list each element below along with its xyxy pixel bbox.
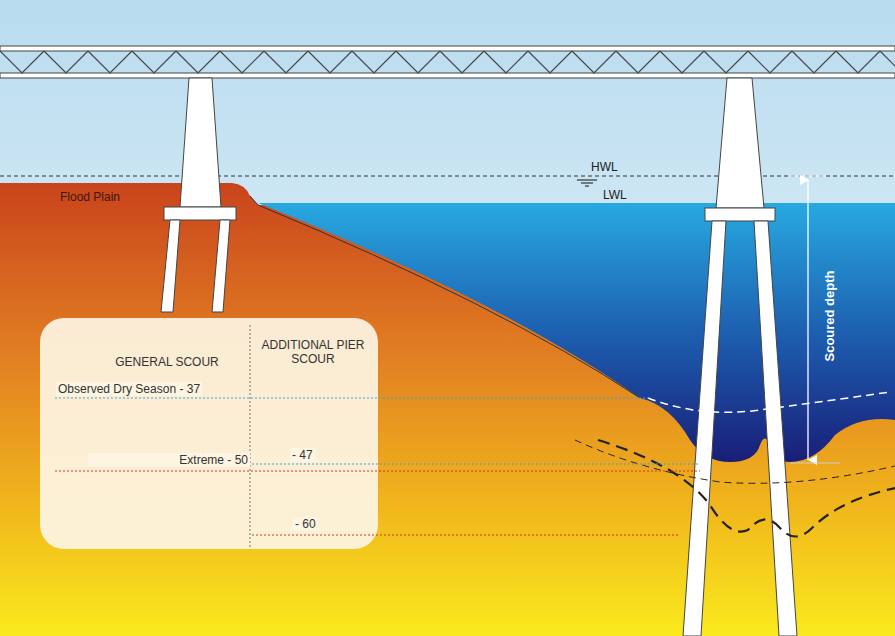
scour-level: - 47 <box>290 448 315 462</box>
water-level-label: HWL <box>591 160 618 174</box>
region-label: Flood Plain <box>60 190 120 204</box>
scour-table-panel: GENERAL SCOUR ADDITIONAL PIER SCOUR Observ… <box>40 318 378 549</box>
scour-level: Observed Dry Season - 37 <box>56 382 202 396</box>
scour-level: - 60 <box>293 517 318 531</box>
column-heading: GENERAL SCOUR <box>92 355 242 369</box>
column-heading: ADDITIONAL PIER SCOUR <box>255 338 371 366</box>
water-level-label: LWL <box>603 188 627 202</box>
scour-level: Extreme - 50 <box>88 453 250 467</box>
dimension-label: Scoured depth <box>823 270 837 361</box>
